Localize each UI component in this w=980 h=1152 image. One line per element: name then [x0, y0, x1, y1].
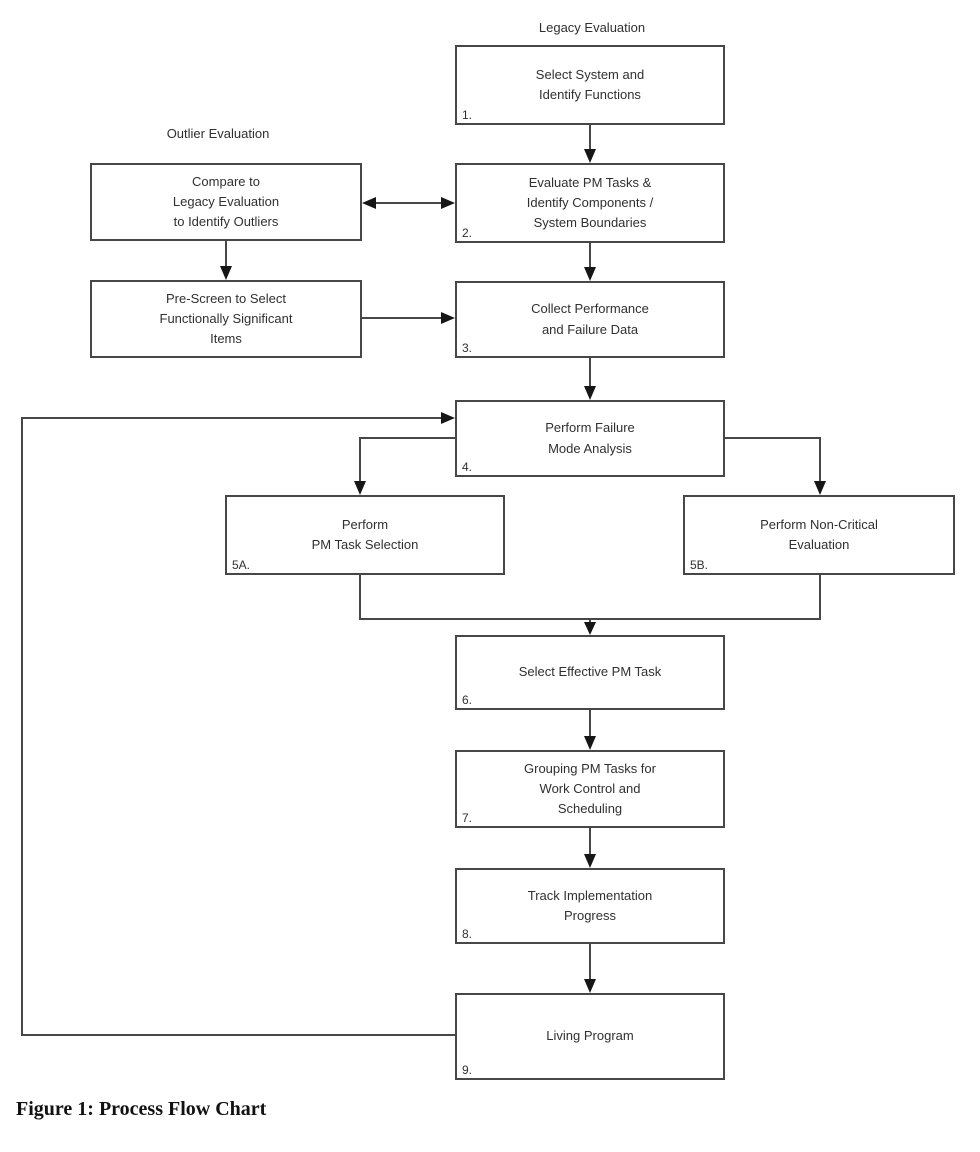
compare-label: Compare to Legacy Evaluation to Identify… [172, 173, 280, 230]
arrow-step7-to-step8 [584, 828, 596, 868]
outlier-evaluation-label: Outlier Evaluation [166, 126, 270, 141]
step9-label: Living Program [546, 1028, 634, 1044]
flow-box-step9-living-program: Living Program 9. [455, 993, 725, 1080]
step4-label: Perform Failure Mode Analysis [545, 420, 635, 456]
step7-label: Grouping PM Tasks for Work Control and S… [524, 760, 656, 817]
flow-box-step5a-pm-task-selection: Perform PM Task Selection 5A. [225, 495, 505, 575]
step5a-number: 5A. [232, 557, 251, 572]
step5b-label: Perform Non-Critical Evaluation [760, 516, 878, 552]
flow-box-compare-legacy: Compare to Legacy Evaluation to Identify… [90, 163, 362, 241]
figure-caption: Figure 1: Process Flow Chart [16, 1098, 267, 1120]
arrow-step2-to-step3 [584, 243, 596, 281]
arrow-step3-to-step4 [584, 358, 596, 400]
arrow-step4-to-step5a [354, 437, 455, 495]
flow-box-step2-evaluate-pm-tasks: Evaluate PM Tasks & Identify Components … [455, 163, 725, 243]
step1-label: Select System and Identify Functions [535, 66, 645, 102]
flow-box-step4-failure-mode-analysis: Perform Failure Mode Analysis 4. [455, 400, 725, 477]
step2-number: 2. [462, 225, 473, 240]
flow-box-step3-collect-data: Collect Performance and Failure Data 3. [455, 281, 725, 358]
step5b-number: 5B. [690, 557, 709, 572]
arrow-step6-to-step7 [584, 710, 596, 750]
arrow-compare-step2-bidirectional [362, 197, 455, 209]
step5a-label: Perform PM Task Selection [311, 516, 419, 552]
prescreen-label: Pre-Screen to Select Functionally Signif… [159, 290, 293, 347]
flow-box-step5b-non-critical-evaluation: Perform Non-Critical Evaluation 5B. [683, 495, 955, 575]
arrow-step4-to-step5b [725, 437, 826, 495]
step9-number: 9. [462, 1062, 473, 1077]
step6-label: Select Effective PM Task [518, 664, 662, 680]
step3-label: Collect Performance and Failure Data [531, 301, 649, 337]
step7-number: 7. [462, 810, 473, 825]
step8-label: Track Implementation Progress [527, 887, 653, 923]
step1-number: 1. [462, 107, 473, 122]
arrow-compare-to-prescreen [220, 241, 232, 280]
flow-box-step6-select-effective-pm-task: Select Effective PM Task 6. [455, 635, 725, 710]
arrow-step9-loopback-to-step4 [21, 412, 455, 1036]
arrow-step1-to-step2 [584, 125, 596, 163]
step2-label: Evaluate PM Tasks & Identify Components … [526, 174, 654, 231]
connector-merge-5a-5b-to-step6 [359, 575, 821, 635]
flow-box-step7-grouping-pm-tasks: Grouping PM Tasks for Work Control and S… [455, 750, 725, 828]
flow-box-prescreen: Pre-Screen to Select Functionally Signif… [90, 280, 362, 358]
legacy-evaluation-label: Legacy Evaluation [538, 20, 646, 35]
step4-number: 4. [462, 459, 473, 474]
step3-number: 3. [462, 340, 473, 355]
arrow-step8-to-step9 [584, 944, 596, 993]
step8-number: 8. [462, 926, 473, 941]
step6-number: 6. [462, 692, 473, 707]
flow-box-step8-track-progress: Track Implementation Progress 8. [455, 868, 725, 944]
arrow-prescreen-to-step3 [362, 312, 455, 324]
flow-box-step1-select-system: Select System and Identify Functions 1. [455, 45, 725, 125]
